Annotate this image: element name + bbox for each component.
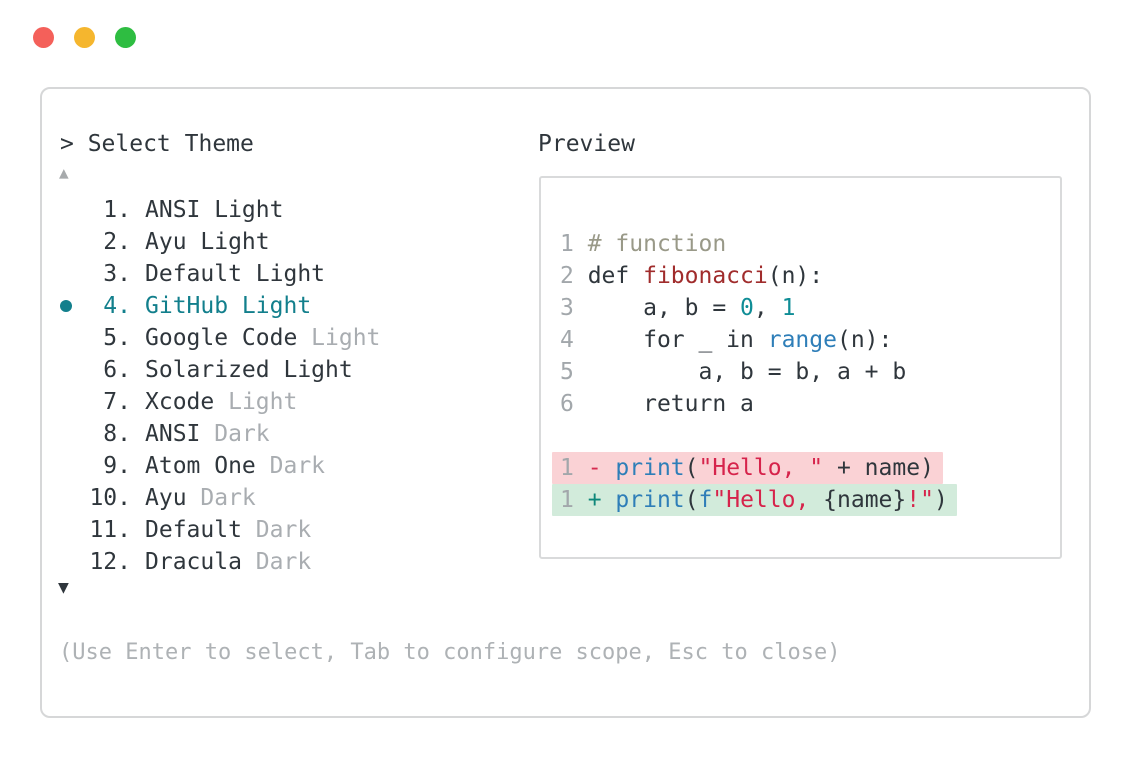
theme-list-item[interactable]: 7. Xcode Light [42, 386, 512, 418]
theme-list-item[interactable]: 3. Default Light [42, 258, 512, 290]
theme-list-item[interactable]: 9. Atom One Dark [42, 450, 512, 482]
diff-code-line: 1 - print("Hello, " + name) [552, 452, 957, 484]
selected-indicator-cell [42, 300, 89, 312]
theme-item-number: 4. [103, 293, 131, 319]
theme-list: 1. ANSI Light 2. Ayu Light 3. Default Light 4.… [42, 194, 512, 578]
theme-picker-dialog: > Select Theme ▲ 1. ANSI Light 2. Ayu Light… [40, 87, 1091, 718]
theme-list-item[interactable]: 2. Ayu Light [42, 226, 512, 258]
line-number: 3 [560, 295, 588, 321]
code-line: 1 # function [560, 231, 727, 257]
theme-item-number: 12. [89, 549, 131, 575]
line-number: 6 [560, 391, 588, 417]
diff-code-line: 1 + print(f"Hello, {name}!") [552, 484, 957, 516]
theme-item-label: ANSI Light [145, 197, 284, 223]
theme-list-item[interactable]: 1. ANSI Light [42, 194, 512, 226]
keyboard-hint: (Use Enter to select, Tab to configure s… [59, 640, 841, 665]
theme-list-item[interactable]: 11. Default Dark [42, 514, 512, 546]
code-line: 4 for _ in range(n): [560, 327, 893, 353]
theme-item-label: Atom One Dark [145, 453, 326, 479]
code-line [552, 420, 957, 452]
code-line: 2 def fibonacci(n): [560, 263, 824, 289]
code-sample: 1 # function 2 def fibonacci(n): 3 a, b = … [552, 228, 957, 516]
minimize-window-icon[interactable] [74, 27, 95, 48]
theme-list-item[interactable]: 4. GitHub Light [42, 290, 512, 322]
theme-item-number: 11. [89, 517, 131, 543]
theme-item-number: 6. [103, 357, 131, 383]
theme-item-label: Default Light [145, 261, 326, 287]
theme-item-number: 2. [103, 229, 131, 255]
theme-item-number: 9. [103, 453, 131, 479]
theme-item-label: GitHub Light [145, 293, 312, 319]
line-number: 2 [560, 263, 588, 289]
window-controls [33, 27, 136, 48]
theme-item-label: ANSI Dark [145, 421, 270, 447]
theme-item-label: Solarized Light [145, 357, 353, 383]
theme-list-item[interactable]: 12. Dracula Dark [42, 546, 512, 578]
line-number: 5 [560, 359, 588, 385]
preview-title: Preview [538, 131, 635, 157]
close-window-icon[interactable] [33, 27, 54, 48]
select-theme-prompt: > Select Theme [60, 131, 254, 157]
code-line: 5 a, b = b, a + b [560, 359, 907, 385]
theme-item-number: 5. [103, 325, 131, 351]
code-line: 6 return a [560, 391, 754, 417]
line-number: 1 [560, 231, 588, 257]
theme-list-item[interactable]: 6. Solarized Light [42, 354, 512, 386]
scroll-up-icon[interactable]: ▲ [59, 163, 69, 182]
theme-item-number: 3. [103, 261, 131, 287]
line-number: 1 [560, 487, 588, 513]
theme-item-number: 7. [103, 389, 131, 415]
theme-item-label: Ayu Light [145, 229, 270, 255]
theme-list-item[interactable]: 5. Google Code Light [42, 322, 512, 354]
theme-item-label: Xcode Light [145, 389, 298, 415]
theme-item-number: 8. [103, 421, 131, 447]
theme-item-number: 1. [103, 197, 131, 223]
selected-bullet-icon [59, 300, 72, 312]
theme-item-label: Default Dark [145, 517, 312, 543]
theme-list-item[interactable]: 8. ANSI Dark [42, 418, 512, 450]
theme-item-label: Google Code Light [145, 325, 381, 351]
zoom-window-icon[interactable] [115, 27, 136, 48]
scroll-down-icon[interactable]: ▼ [58, 577, 69, 598]
code-line: 3 a, b = 0, 1 [560, 295, 796, 321]
theme-item-label: Ayu Dark [145, 485, 256, 511]
line-number: 4 [560, 327, 588, 353]
theme-list-item[interactable]: 10. Ayu Dark [42, 482, 512, 514]
line-number: 1 [560, 455, 588, 481]
theme-item-label: Dracula Dark [145, 549, 312, 575]
preview-pane: 1 # function 2 def fibonacci(n): 3 a, b = … [539, 176, 1062, 559]
theme-item-number: 10. [89, 485, 131, 511]
